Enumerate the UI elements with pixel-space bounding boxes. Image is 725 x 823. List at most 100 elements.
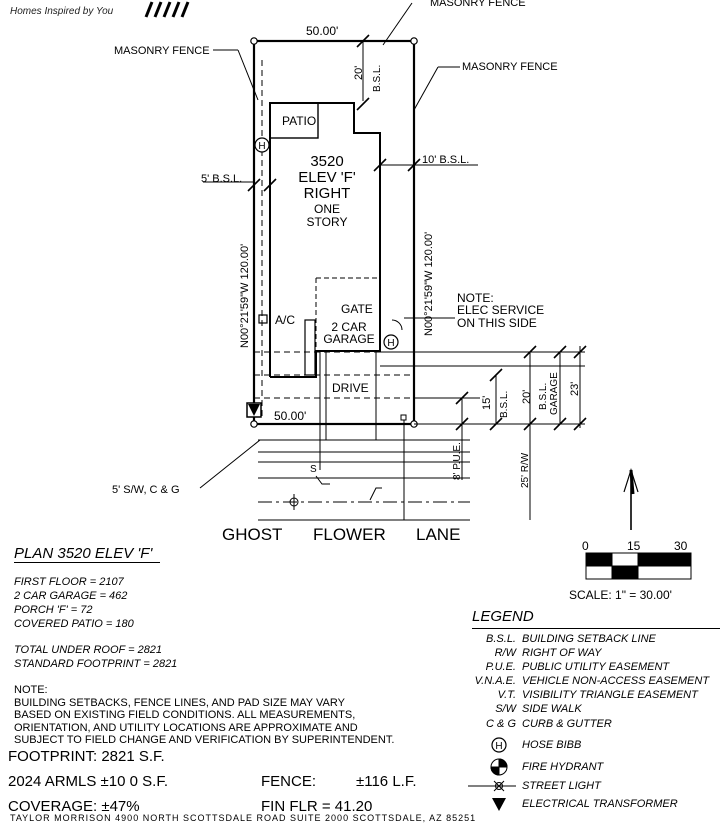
dim-20: 20' (521, 390, 533, 404)
legend-symbol-row: HOSE BIBB (522, 739, 582, 751)
plan-label: 3520 ELEV 'F' RIGHT ONE STORY (298, 153, 356, 229)
legend-rule (472, 628, 720, 629)
leader-lines (199, 2, 478, 489)
legend-symbol-row: FIRE HYDRANT (522, 761, 604, 773)
scale-tick-0: 0 (582, 539, 589, 553)
right-bsl: 10' B.S.L. (422, 154, 469, 166)
electrical-transformer-icon (246, 402, 262, 418)
drive-label: DRIVE (332, 381, 369, 395)
lot-area-stat: 2024 ARMLS ±10 0 S.F. (8, 773, 168, 790)
dim-20-tag2: GARAGE (549, 372, 560, 415)
coverage-stat: COVERAGE: ±47% (8, 798, 140, 815)
note-line: ORIENTATION, AND UTILITY LOCATIONS ARE A… (14, 721, 358, 734)
logo-mark (144, 1, 190, 18)
masonry-fence-left: MASONRY FENCE (114, 45, 210, 57)
standard-footprint: STANDARD FOOTPRINT = 2821 (14, 658, 178, 670)
street-name-3: LANE (416, 525, 460, 544)
area-garage: 2 CAR GARAGE = 462 (14, 590, 128, 602)
rear-bsl: 20' (353, 66, 365, 80)
area-covered-patio: COVERED PATIO = 180 (14, 618, 134, 630)
legend-title: LEGEND (472, 608, 534, 625)
dim-23: 23' (569, 382, 581, 396)
note-line: SUBJECT TO FIELD CHANGE AND VERIFICATION… (14, 734, 395, 746)
street-light-icon (468, 780, 516, 792)
plan-summary-title: PLAN 3520 ELEV 'F' (14, 545, 161, 563)
company-tagline: Homes Inspired by You (10, 6, 114, 17)
svg-text:H: H (258, 141, 265, 152)
north-arrow-icon (623, 468, 639, 530)
garage-label-1: 2 CAR (331, 320, 367, 334)
total-under-roof: TOTAL UNDER ROOF = 2821 (14, 644, 163, 656)
masonry-fence-right: MASONRY FENCE (462, 61, 558, 73)
rw-label: 25' R/W (520, 452, 531, 488)
finish-floor-stat: FIN FLR = 41.20 (261, 798, 373, 815)
svg-text:H: H (387, 338, 394, 349)
legend-item: B.S.L.BUILDING SETBACK LINE (486, 633, 656, 645)
house-outline (258, 102, 403, 378)
notes-title: NOTE: (14, 684, 48, 696)
dim-15: 15' (481, 396, 493, 410)
fence-stat-value: ±116 L.F. (356, 773, 417, 790)
company-footer: TAYLOR MORRISON 4900 NORTH SCOTTSDALE RO… (10, 813, 477, 823)
legend-item: V.N.A.E.VEHICLE NON-ACCESS EASEMENT (474, 675, 710, 687)
legend-item: P.U.E.PUBLIC UTILITY EASEMENT (485, 661, 670, 673)
masonry-fence-top: MASONRY FENCE (430, 0, 526, 9)
street-lines (258, 439, 470, 521)
elec-note-1: NOTE: (457, 291, 494, 305)
elec-note-3: ON THIS SIDE (457, 316, 537, 330)
rear-bsl-tag: B.S.L. (372, 65, 383, 92)
patio-label: PATIO (282, 114, 316, 128)
gate-label: GATE (341, 302, 373, 316)
area-porch: PORCH 'F' = 72 (14, 604, 93, 616)
garage-label-2: GARAGE (323, 332, 374, 346)
dim-20-tag: B.S.L. (538, 383, 549, 410)
legend-symbol-row: ELECTRICAL TRANSFORMER (522, 798, 678, 810)
elec-note-2: ELEC SERVICE (457, 303, 544, 317)
fire-hydrant-icon (490, 758, 508, 776)
lot-boundary (252, 39, 416, 426)
centerline-icon (289, 494, 299, 510)
dimension-ticks (247, 34, 587, 431)
bottom-dimension: 50.00' (274, 409, 306, 423)
legend-item: V.T.VISIBILITY TRIANGLE EASEMENT (497, 689, 698, 701)
hose-bibb-icon: H (383, 334, 399, 350)
lot-corner-markers (250, 37, 418, 428)
scale-label: SCALE: 1" = 30.00' (569, 588, 672, 602)
sidewalk-label: 5' S/W, C & G (112, 484, 180, 496)
footprint-stat: FOOTPRINT: 2821 S.F. (8, 748, 165, 765)
meter-marker (400, 414, 407, 421)
scale-tick-30: 30 (674, 539, 688, 553)
left-bearing: N00°21'59"W 120.00' (239, 244, 251, 348)
svg-text:H: H (495, 741, 502, 752)
note-line: BASED ON EXISTING FIELD CONDITIONS. ALL … (14, 709, 356, 721)
pue-label: 8' P.U.E. (452, 442, 463, 480)
legend-hose-icon: H (491, 737, 507, 753)
fence-stat-label: FENCE: (261, 773, 317, 790)
hose-bibb-icon: H (254, 137, 270, 153)
general-notes: NOTE: BUILDING SETBACKS, FENCE LINES, AN… (14, 684, 444, 747)
svg-text:3520: 3520 (310, 153, 343, 170)
area-first-floor: FIRST FLOOR = 2107 (14, 576, 124, 588)
street-name-1: GHOST (222, 525, 282, 544)
right-bearing: N00°21'59"W 120.00' (423, 232, 435, 336)
left-bsl: 5' B.S.L. (201, 173, 242, 185)
plan-summary: PLAN 3520 ELEV 'F' FIRST FLOOR = 2107 2 … (14, 545, 254, 671)
sidewalk-mark: S (310, 464, 317, 475)
svg-text:RIGHT: RIGHT (304, 185, 351, 202)
top-dimension: 50.00' (306, 24, 338, 38)
svg-text:STORY: STORY (307, 215, 348, 229)
street-name-2: FLOWER (313, 525, 386, 544)
dimension-lines (380, 346, 585, 520)
driveway-lines (319, 352, 405, 520)
dim-15-tag: B.S.L. (499, 391, 510, 418)
svg-text:ONE: ONE (314, 202, 340, 216)
svg-text:ELEV 'F': ELEV 'F' (298, 169, 356, 186)
legend-transformer-icon (492, 798, 506, 811)
legend-symbol-row: STREET LIGHT (522, 780, 601, 792)
ac-label: A/C (275, 313, 295, 327)
bar-scale (585, 552, 692, 580)
note-line: BUILDING SETBACKS, FENCE LINES, AND PAD … (14, 696, 345, 709)
